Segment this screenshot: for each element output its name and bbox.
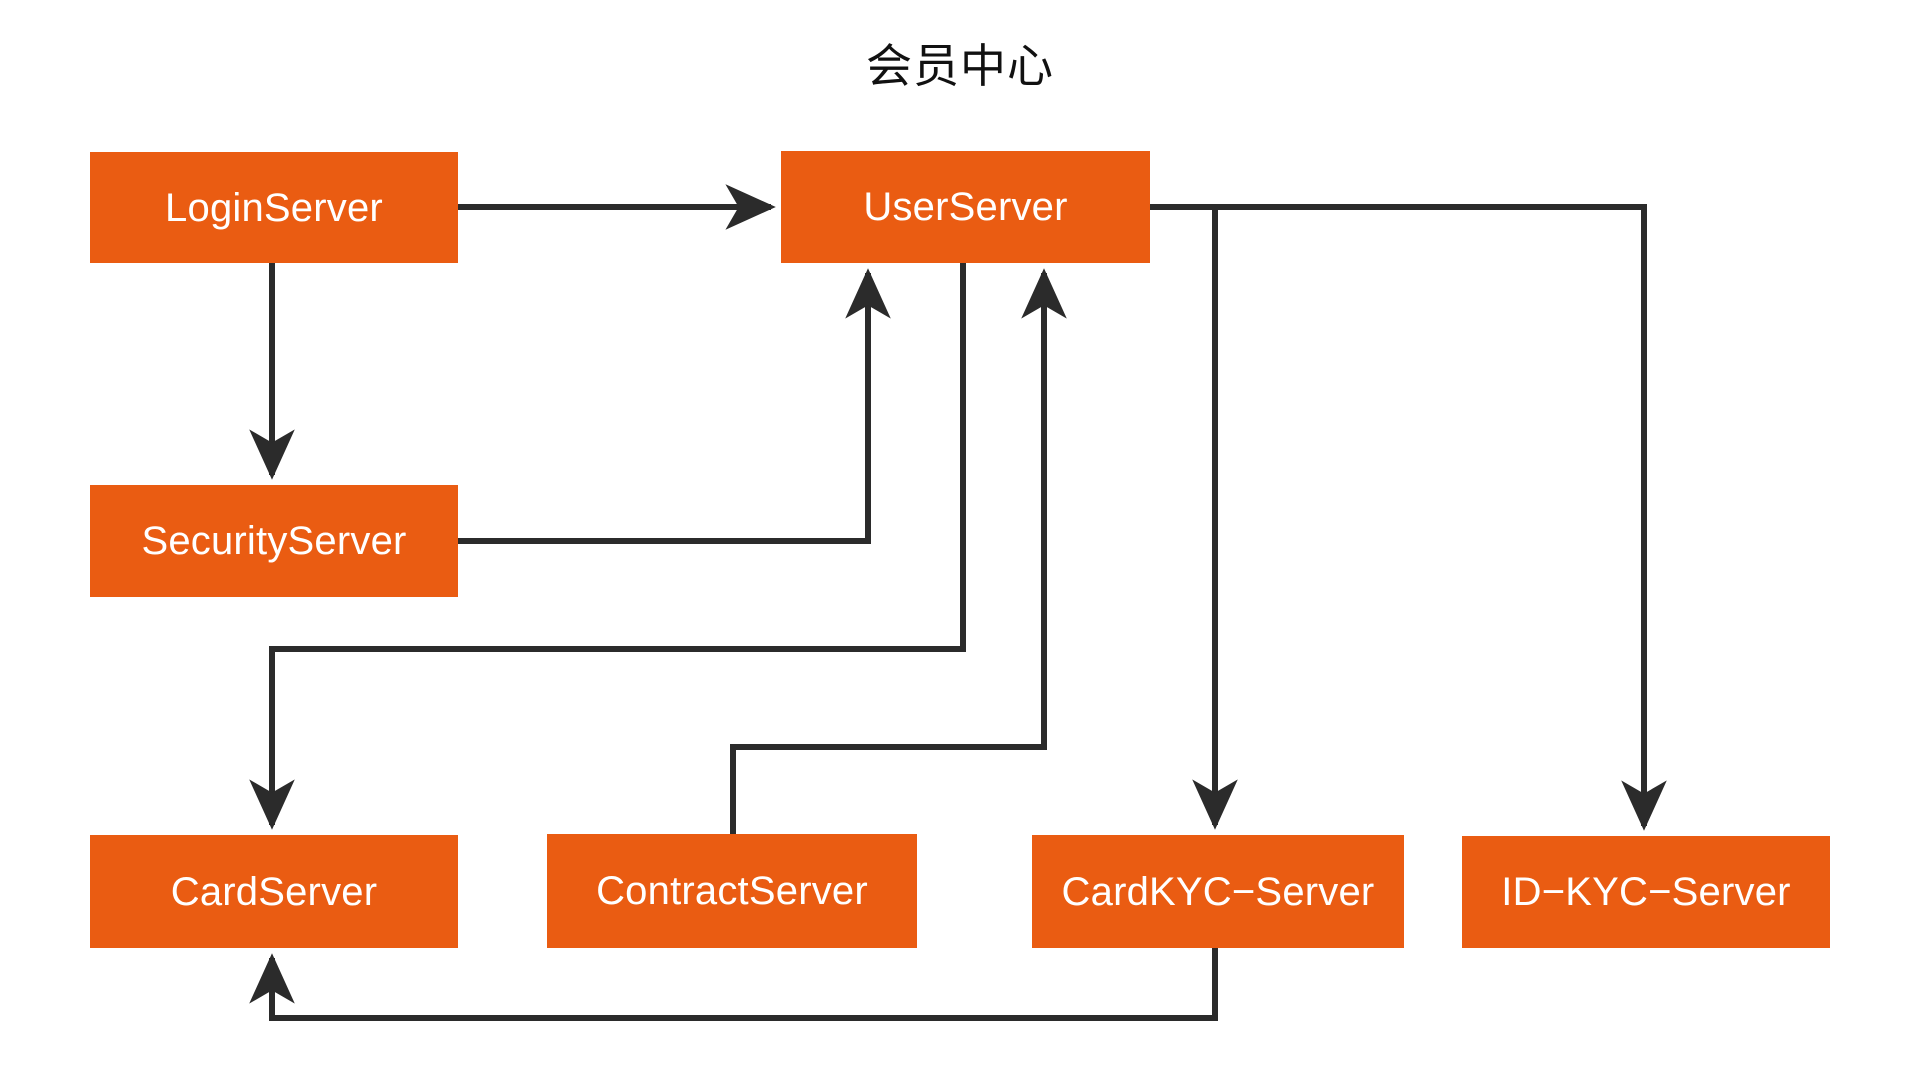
node-label: ContractServer bbox=[596, 869, 868, 913]
node-card[interactable]: CardServer bbox=[90, 835, 458, 948]
node-cardkyc[interactable]: CardKYC−Server bbox=[1032, 835, 1404, 948]
node-user[interactable]: UserServer bbox=[781, 151, 1150, 263]
node-security[interactable]: SecurityServer bbox=[90, 485, 458, 597]
node-label: LoginServer bbox=[165, 185, 383, 230]
node-label: CardKYC−Server bbox=[1061, 869, 1375, 914]
node-contract[interactable]: ContractServer bbox=[547, 834, 917, 948]
page-title: 会员中心 bbox=[866, 39, 1054, 93]
node-label: SecurityServer bbox=[141, 519, 407, 563]
node-label: CardServer bbox=[170, 869, 378, 914]
node-login[interactable]: LoginServer bbox=[90, 152, 458, 263]
edge-cardkyc-to-card bbox=[249, 948, 1218, 1021]
edge-security-to-user bbox=[458, 268, 891, 544]
edge-user-to-cardkyc bbox=[1150, 204, 1238, 830]
node-idkyc[interactable]: ID−KYC−Server bbox=[1462, 836, 1830, 948]
edge-user-to-idkyc bbox=[1215, 204, 1667, 831]
edge-contract-to-user bbox=[730, 268, 1067, 834]
node-label: ID−KYC−Server bbox=[1501, 870, 1791, 914]
node-label: UserServer bbox=[863, 185, 1068, 229]
